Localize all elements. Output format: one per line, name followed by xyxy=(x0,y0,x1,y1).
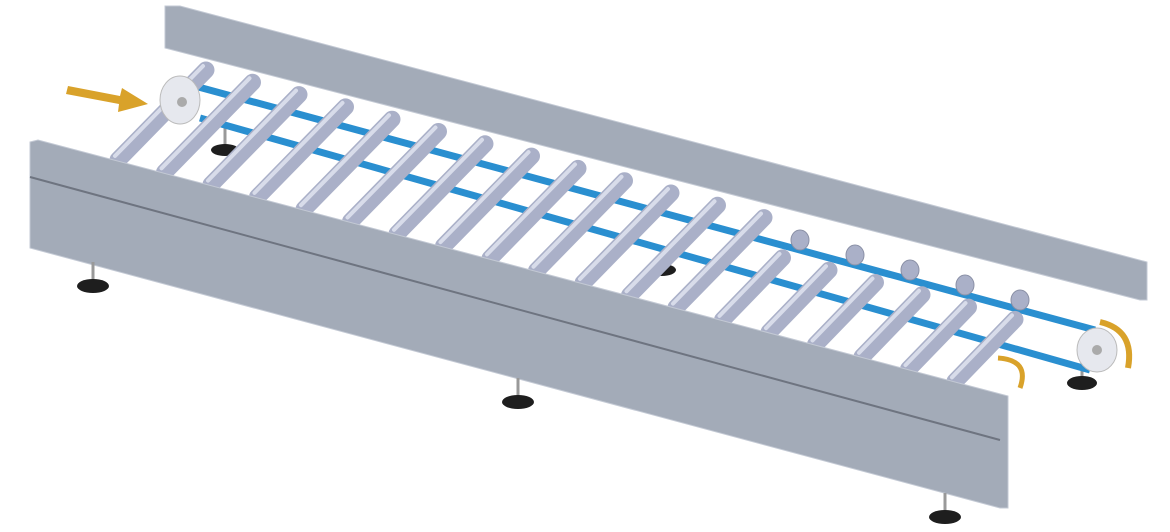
roller xyxy=(435,147,540,255)
roller-highlight xyxy=(392,137,484,232)
roller-highlight xyxy=(764,264,828,331)
roller-highlight xyxy=(159,76,252,171)
roller xyxy=(249,98,354,206)
idler-roller xyxy=(900,259,920,281)
roller xyxy=(481,159,587,267)
roller-highlight xyxy=(485,162,577,257)
front-panel-seam xyxy=(29,176,1001,441)
idler-roller xyxy=(955,274,975,296)
roller xyxy=(900,298,977,378)
roller-highlight xyxy=(206,88,298,183)
roller-highlight xyxy=(717,251,782,318)
roller xyxy=(853,286,931,366)
front-foot xyxy=(77,262,109,293)
roller xyxy=(946,310,1024,390)
roller-highlight xyxy=(950,313,1014,380)
roller xyxy=(202,86,308,194)
drive-pulley-left xyxy=(159,75,201,125)
roller-highlight xyxy=(578,187,670,281)
front-foot xyxy=(929,493,961,524)
idler-roller xyxy=(790,229,810,251)
idler-roller xyxy=(1010,289,1030,311)
front-side-panel xyxy=(29,139,1009,509)
roller-highlight xyxy=(345,125,438,220)
roller-highlight xyxy=(810,276,875,343)
roller-highlight xyxy=(671,211,763,306)
roller xyxy=(342,123,447,230)
roller xyxy=(760,261,838,341)
roller-highlight xyxy=(857,288,921,355)
roller-highlight xyxy=(438,150,531,245)
roller xyxy=(714,249,791,329)
inflow-arrow-icon xyxy=(66,86,148,112)
rotation-arrow-icon xyxy=(997,355,1025,389)
roller xyxy=(667,209,773,317)
drive-pulley-right xyxy=(1076,327,1118,373)
roller xyxy=(388,135,494,243)
roller-set xyxy=(109,61,1030,390)
roller xyxy=(528,172,633,280)
back-side-panel xyxy=(164,5,1148,301)
roller-highlight xyxy=(252,100,345,195)
roller xyxy=(621,196,726,304)
front-foot xyxy=(502,378,534,409)
roller-highlight xyxy=(903,301,968,368)
roller xyxy=(807,274,884,353)
roller xyxy=(295,110,401,218)
roller xyxy=(574,184,680,292)
roller-highlight xyxy=(624,199,717,294)
roller xyxy=(156,73,261,181)
roller-highlight xyxy=(531,174,624,269)
roller-highlight xyxy=(299,113,391,208)
idler-roller xyxy=(845,244,865,266)
rotation-arrow-icon xyxy=(1099,319,1133,369)
